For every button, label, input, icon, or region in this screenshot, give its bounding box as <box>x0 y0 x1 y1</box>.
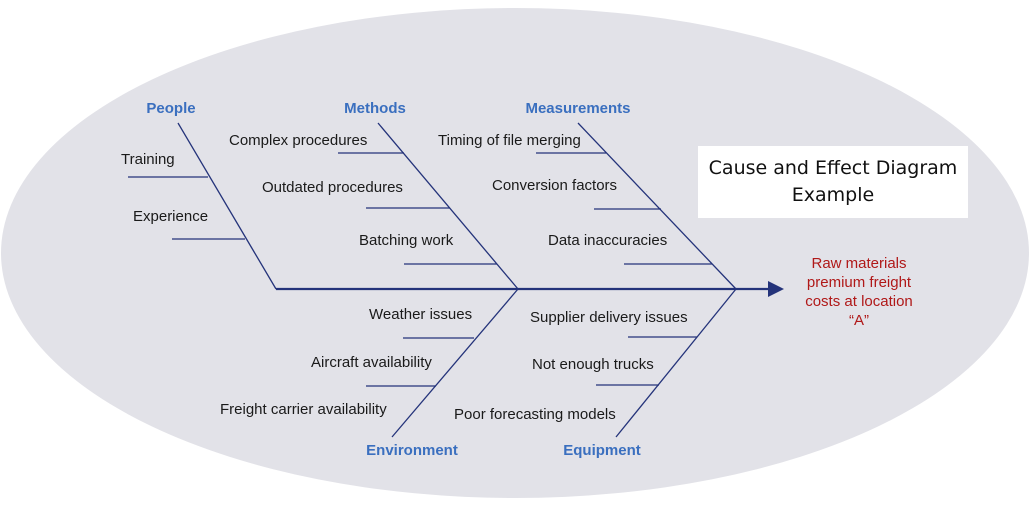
cause-training: Training <box>121 151 175 168</box>
category-environment: Environment <box>366 442 458 459</box>
effect-line-3: costs at location <box>805 293 913 310</box>
cause-batching-work: Batching work <box>359 232 454 249</box>
bone-measurements <box>577 122 737 290</box>
cause-complex-procedures: Complex procedures <box>229 132 367 149</box>
bone-equipment <box>615 288 737 438</box>
diagram-title-box: Cause and Effect Diagram Example <box>698 146 968 218</box>
cause-supplier-delivery-issues: Supplier delivery issues <box>530 309 688 326</box>
bone-methods <box>377 122 519 290</box>
cause-outdated-procedures: Outdated procedures <box>262 179 403 196</box>
background-ellipse <box>1 8 1029 498</box>
cause-not-enough-trucks: Not enough trucks <box>532 356 654 373</box>
category-equipment: Equipment <box>563 442 641 459</box>
bone-environment <box>391 288 519 438</box>
spine-arrowhead <box>768 281 784 297</box>
cause-poor-forecasting-models: Poor forecasting models <box>454 406 616 423</box>
diagram-title-line-2: Example <box>791 184 875 206</box>
cause-aircraft-availability: Aircraft availability <box>311 354 432 371</box>
cause-conversion-factors: Conversion factors <box>492 177 617 194</box>
cause-freight-carrier-availability: Freight carrier availability <box>220 401 387 418</box>
cause-weather-issues: Weather issues <box>369 306 472 323</box>
cause-timing-of-file-merging: Timing of file merging <box>438 132 581 149</box>
category-methods: Methods <box>344 100 406 117</box>
effect-line-1: Raw materials <box>811 255 906 272</box>
effect-line-4: “A” <box>849 312 869 329</box>
diagram-title-line-1: Cause and Effect Diagram <box>708 157 958 179</box>
effect-line-2: premium freight <box>807 274 912 291</box>
category-measurements: Measurements <box>525 100 630 117</box>
bone-people <box>177 122 277 290</box>
cause-experience: Experience <box>133 208 208 225</box>
category-people: People <box>146 100 195 117</box>
cause-data-inaccuracies: Data inaccuracies <box>548 232 667 249</box>
